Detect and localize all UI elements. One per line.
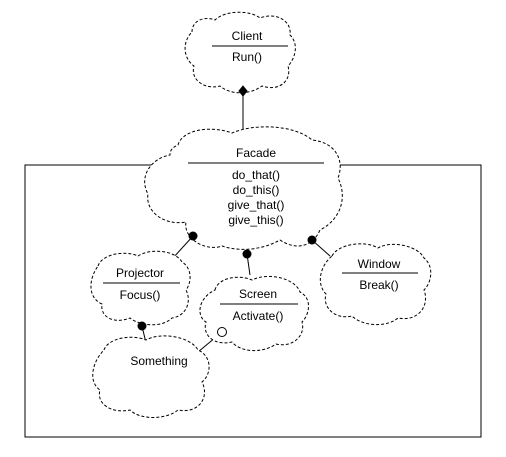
something-cloud <box>92 335 210 418</box>
class-window[interactable]: Window Break() <box>319 243 432 325</box>
facade-projector-link <box>172 235 194 259</box>
screen-something-open-dot <box>217 327 227 337</box>
screen-name: Screen <box>239 287 277 301</box>
client-cloud <box>184 11 296 94</box>
facade-operation-do-that: do_that() <box>232 168 280 182</box>
screen-operation: Activate() <box>233 309 284 323</box>
facade-projector-dot <box>188 231 198 241</box>
client-aggregation-diamond <box>238 85 248 97</box>
screen-cloud <box>199 276 309 351</box>
facade-operation-give-this: give_this() <box>228 213 283 227</box>
client-name: Client <box>232 29 263 43</box>
association-markers <box>137 85 317 337</box>
class-client[interactable]: Client Run() <box>184 11 296 94</box>
facade-cloud <box>144 126 343 250</box>
window-cloud <box>319 243 432 325</box>
projector-name: Projector <box>116 266 164 280</box>
class-something[interactable]: Something <box>92 335 210 418</box>
projector-operation: Focus() <box>120 288 161 302</box>
facade-window-dot <box>307 235 317 245</box>
facade-operation-do-this: do_this() <box>233 183 280 197</box>
window-operation: Break() <box>359 278 398 292</box>
facade-screen-dot <box>242 249 252 259</box>
projector-cloud <box>90 250 191 326</box>
projector-something-dot <box>137 321 147 331</box>
facade-name: Facade <box>236 146 276 160</box>
client-operation: Run() <box>232 50 262 64</box>
facade-operation-give-that: give_that() <box>228 198 285 212</box>
something-name: Something <box>130 354 187 368</box>
class-projector[interactable]: Projector Focus() <box>90 250 191 326</box>
class-screen[interactable]: Screen Activate() <box>199 276 309 351</box>
window-name: Window <box>358 257 401 271</box>
class-facade[interactable]: Facade do_that() do_this() give_that() g… <box>144 126 343 250</box>
